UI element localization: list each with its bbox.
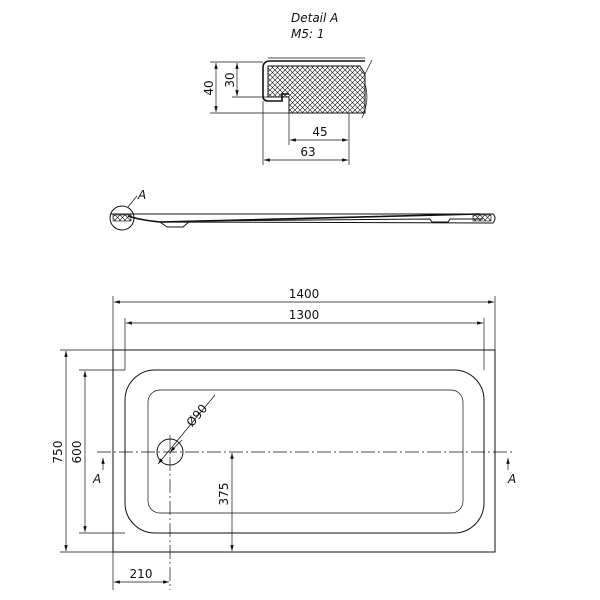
- plan-view: 1400 1300 750 600 375 210 Ø90 A A: [51, 287, 516, 590]
- basin-rim: [124, 369, 485, 534]
- dim-40: 40: [202, 80, 216, 95]
- dim-600: 600: [70, 441, 84, 464]
- dim-750: 750: [51, 441, 65, 464]
- detail-scale: M5: 1: [291, 27, 324, 41]
- detail-marker: A: [137, 188, 146, 202]
- shell-edge: [262, 60, 365, 102]
- dim-30: 30: [223, 72, 237, 87]
- dim-210: 210: [130, 567, 153, 581]
- basin-floor: [147, 389, 464, 514]
- dim-1300: 1300: [289, 308, 320, 322]
- section-marker-left: A: [92, 472, 101, 486]
- dim-63: 63: [300, 145, 315, 159]
- detail-title: Detail A: [291, 11, 338, 25]
- tray-outline: [112, 349, 496, 553]
- side-view: A: [109, 188, 496, 231]
- section-marker-right: A: [507, 472, 516, 486]
- dim-1400: 1400: [289, 287, 320, 301]
- foam-core: [267, 65, 366, 114]
- detail-callout-circle: [109, 205, 135, 231]
- dim-45: 45: [312, 125, 327, 139]
- dim-375: 375: [217, 483, 231, 506]
- detail-a: Detail A M5: 1 40 30 45 63: [202, 11, 373, 165]
